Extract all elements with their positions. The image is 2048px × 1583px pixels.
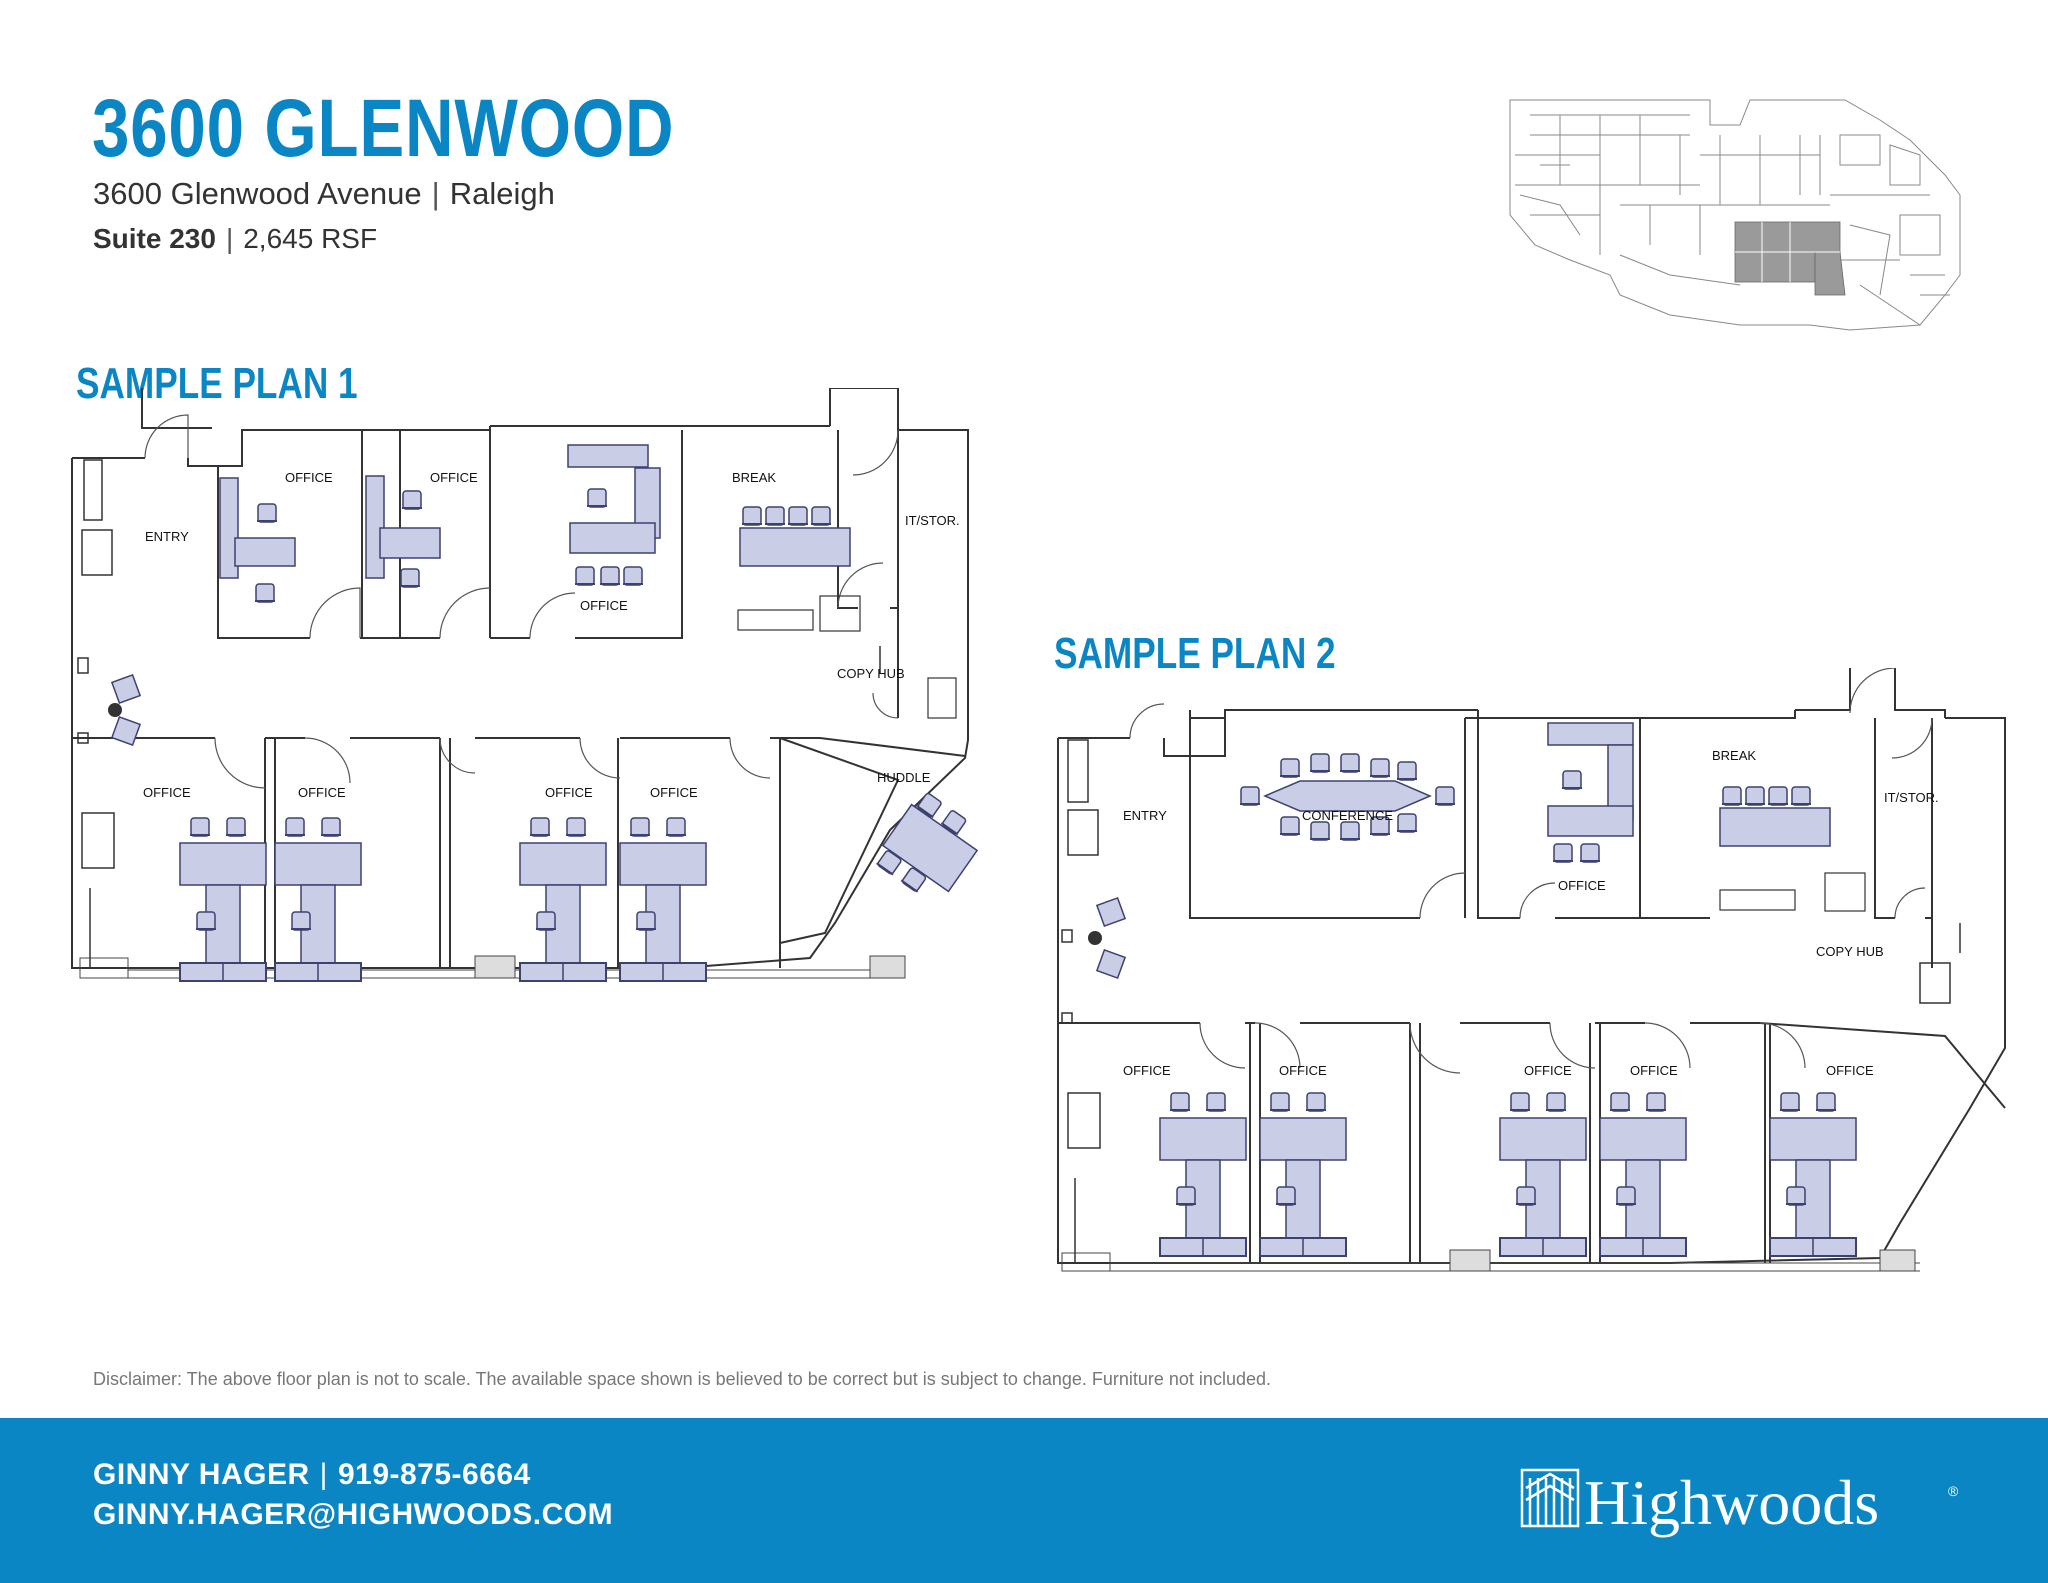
logo-wordmark: Highwoods <box>1584 1467 1879 1538</box>
plan2-label-office-c: OFFICE <box>1279 1063 1327 1078</box>
plan2-label-office-d: OFFICE <box>1524 1063 1572 1078</box>
disclaimer: Disclaimer: The above floor plan is not … <box>93 1369 1271 1389</box>
logo-mark-icon <box>1520 1468 1580 1528</box>
plan1-label-office-g: OFFICE <box>650 785 698 800</box>
property-address: 3600 Glenwood Avenue | Raleigh <box>93 176 555 212</box>
plan1-label-entry: ENTRY <box>145 529 189 544</box>
plan2-label-office-f: OFFICE <box>1826 1063 1874 1078</box>
plan2-office-furniture-top <box>1088 722 1866 980</box>
plan2-label-entry: ENTRY <box>1123 808 1167 823</box>
plan1-label-office-c: OFFICE <box>580 598 628 613</box>
footer: GINNY HAGER | 919-875-6664 GINNY.HAGER@HIG… <box>0 1418 2048 1583</box>
plan2-label-copy: COPY HUB <box>1816 944 1884 959</box>
plan1-heading: SAMPLE PLAN 1 <box>76 359 358 408</box>
separator: | <box>319 1458 328 1491</box>
plan2-label-break: BREAK <box>1712 748 1756 763</box>
plan2-label-it: IT/STOR. <box>1884 790 1939 805</box>
registered-mark: ® <box>1948 1483 1959 1499</box>
plan1-huddle-table <box>875 790 979 894</box>
plan1-label-office-f: OFFICE <box>545 785 593 800</box>
plan2-label-office-b: OFFICE <box>1123 1063 1171 1078</box>
property-title: 3600 GLENWOOD <box>92 83 675 174</box>
city: Raleigh <box>449 176 555 211</box>
plan1-floorplan: ENTRY OFFICE OFFICE OFFICE BREAK IT/STOR… <box>71 388 979 1018</box>
plan2-heading: SAMPLE PLAN 2 <box>1054 629 1336 678</box>
separator: | <box>431 176 440 211</box>
suite-number: Suite 230 <box>93 223 216 254</box>
highwoods-logo: Highwoods ® <box>1520 1467 1959 1538</box>
suite-area: 2,645 RSF <box>243 223 378 254</box>
separator: | <box>225 223 234 254</box>
plan2-workstations-bottom <box>1160 1093 1856 1256</box>
contact-phone[interactable]: 919-875-6664 <box>337 1458 531 1491</box>
plan1-label-office-e: OFFICE <box>298 785 346 800</box>
street-address: 3600 Glenwood Avenue <box>93 176 422 211</box>
plan1-label-office-d: OFFICE <box>143 785 191 800</box>
plan1-label-office-b: OFFICE <box>430 470 478 485</box>
plan1-office-furniture-top <box>108 444 957 747</box>
contact-email[interactable]: GINNY.HAGER@HIGHWOODS.COM <box>93 1498 614 1531</box>
plan2-label-office-a: OFFICE <box>1558 878 1606 893</box>
suite-info: Suite 230 | 2,645 RSF <box>93 223 377 255</box>
contact-name-phone: GINNY HAGER | 919-875-6664 <box>93 1458 531 1492</box>
plan1-label-it: IT/STOR. <box>905 513 960 528</box>
highlighted-suite <box>1734 221 1846 296</box>
contact-name: GINNY HAGER <box>93 1458 310 1491</box>
plan2-floorplan: ENTRY CONFERENCE OFFICE BREAK IT/STOR. C… <box>1057 668 2006 1272</box>
plan1-label-copy: COPY HUB <box>837 666 905 681</box>
plan1-label-huddle: HUDDLE <box>877 770 931 785</box>
plan1-workstations-bottom <box>180 818 706 981</box>
key-plan <box>1509 99 1961 331</box>
plan2-label-office-e: OFFICE <box>1630 1063 1678 1078</box>
plan2-conference-table <box>1239 753 1456 841</box>
plan2-label-conference: CONFERENCE <box>1302 808 1393 823</box>
plan1-label-break: BREAK <box>732 470 776 485</box>
plan1-label-office-a: OFFICE <box>285 470 333 485</box>
